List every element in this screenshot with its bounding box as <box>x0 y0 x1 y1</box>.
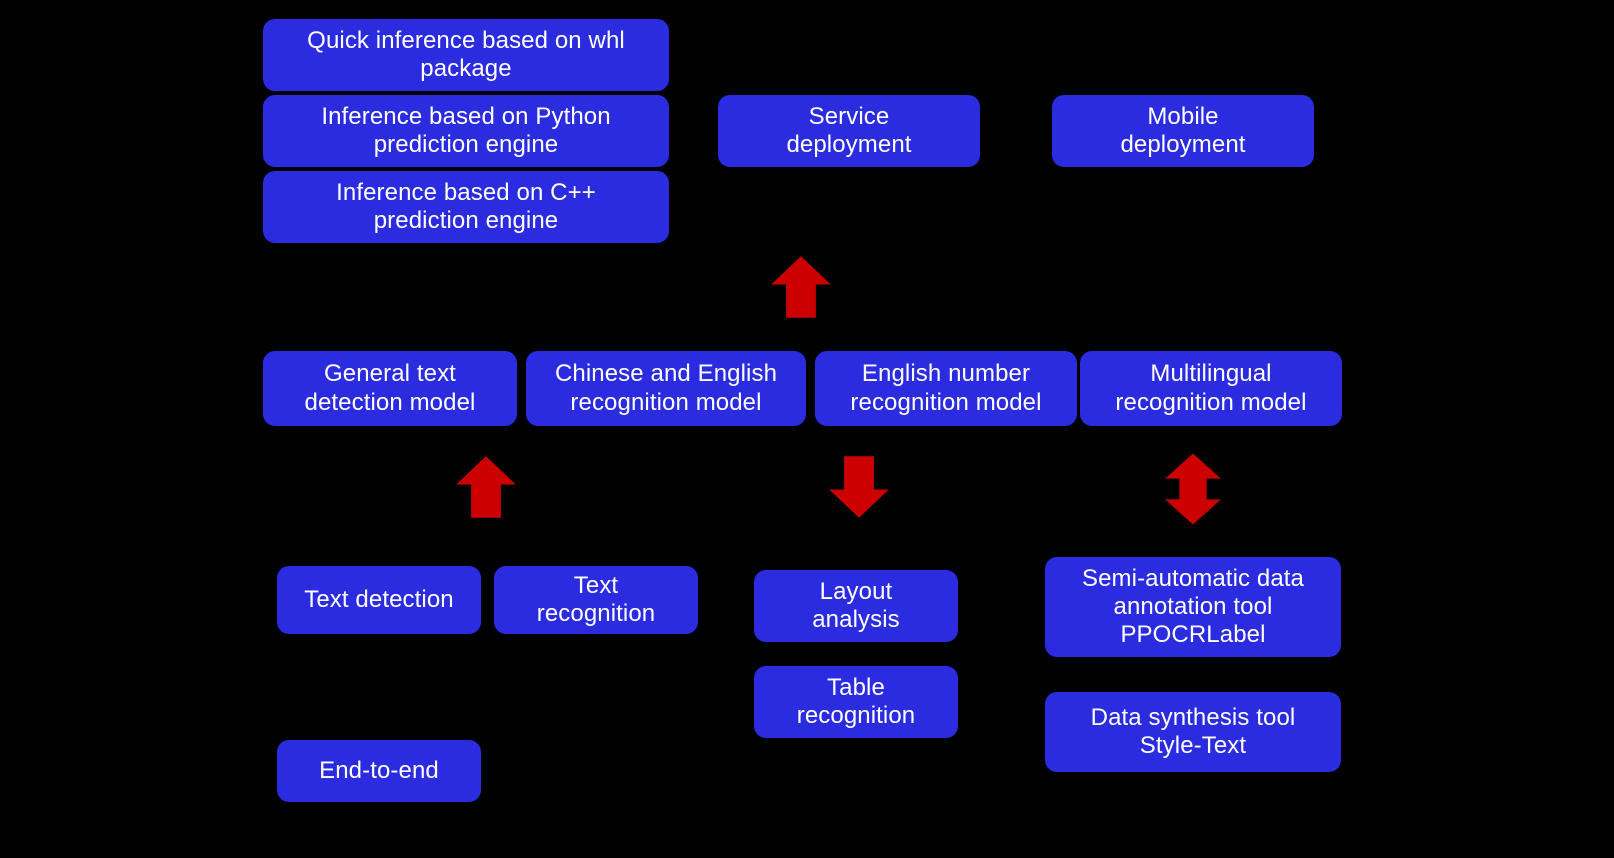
box-quick-inference-whl[interactable]: Quick inference based on whl package <box>263 19 669 91</box>
arrow-tasks-to-detection-model-icon <box>455 455 517 519</box>
box-label: Text recognition <box>536 571 656 627</box>
box-inference-cpp[interactable]: Inference based on C++ prediction engine <box>263 171 669 243</box>
box-label: Service deployment <box>786 102 912 158</box>
box-label: Data synthesis tool Style-Text <box>1090 703 1296 759</box>
box-mobile-deployment[interactable]: Mobile deployment <box>1052 95 1314 167</box>
box-label: Table recognition <box>796 673 916 729</box>
box-ppocrlabel[interactable]: Semi-automatic data annotation tool PPOC… <box>1045 557 1341 657</box>
box-label: Mobile deployment <box>1120 102 1246 158</box>
box-service-deployment[interactable]: Service deployment <box>718 95 980 167</box>
box-label: English number recognition model <box>850 360 1042 416</box>
box-label: Layout analysis <box>812 577 900 633</box>
box-text-recognition[interactable]: Text recognition <box>494 566 698 634</box>
box-chinese-english-recognition-model[interactable]: Chinese and English recognition model <box>526 351 806 426</box>
box-text-detection[interactable]: Text detection <box>277 566 481 634</box>
box-label: Chinese and English recognition model <box>554 360 778 416</box>
arrow-models-data-tools-icon <box>1162 452 1224 526</box>
box-label: General text detection model <box>304 360 476 416</box>
box-end-to-end[interactable]: End-to-end <box>277 740 481 802</box>
box-label: Text detection <box>304 585 454 613</box>
arrow-models-to-structure-icon <box>828 455 890 519</box>
box-table-recognition[interactable]: Table recognition <box>754 666 958 738</box>
box-layout-analysis[interactable]: Layout analysis <box>754 570 958 642</box>
box-label: Quick inference based on whl package <box>307 26 625 82</box>
box-inference-python[interactable]: Inference based on Python prediction eng… <box>263 95 669 167</box>
box-label: Inference based on Python prediction eng… <box>321 102 611 158</box>
arrow-models-to-deployment-icon <box>770 255 832 319</box>
box-english-number-recognition-model[interactable]: English number recognition model <box>815 351 1077 426</box>
box-label: Multilingual recognition model <box>1115 360 1307 416</box>
box-label: Inference based on C++ prediction engine <box>336 178 596 234</box>
box-style-text[interactable]: Data synthesis tool Style-Text <box>1045 692 1341 772</box>
box-label: End-to-end <box>319 756 439 784</box>
box-label: Semi-automatic data annotation tool PPOC… <box>1081 564 1304 649</box>
box-general-text-detection-model[interactable]: General text detection model <box>263 351 517 426</box>
box-multilingual-recognition-model[interactable]: Multilingual recognition model <box>1080 351 1342 426</box>
